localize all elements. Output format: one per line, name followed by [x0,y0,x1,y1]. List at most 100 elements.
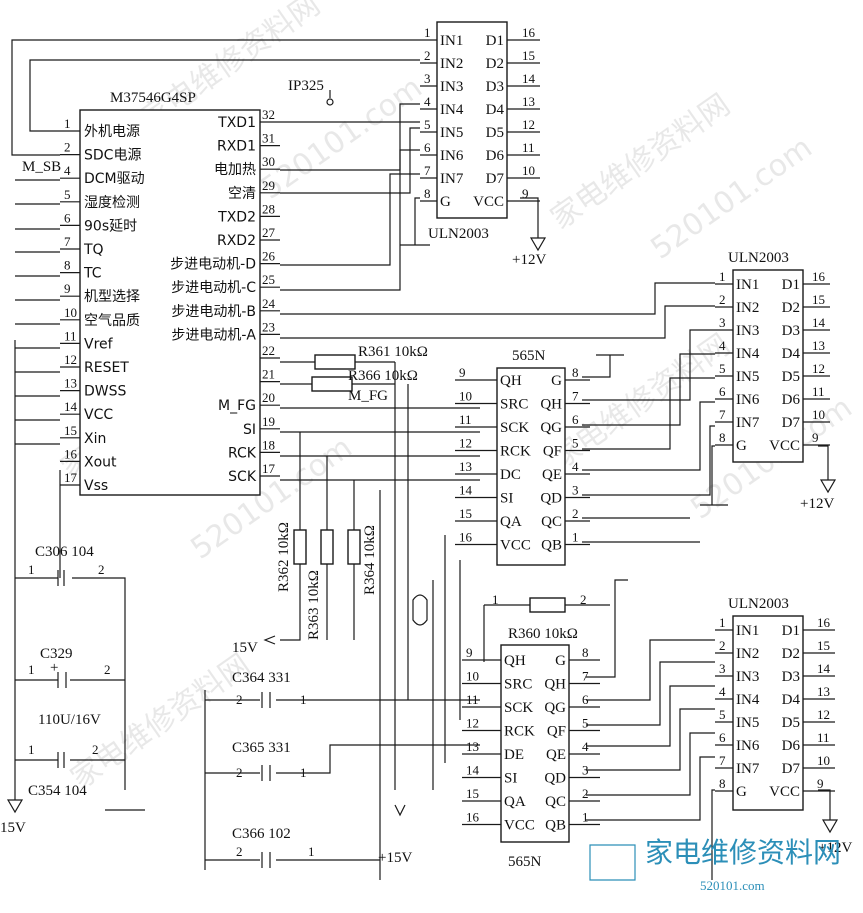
pin-label: D6 [486,148,505,164]
pin-number: 1 [300,692,307,707]
pin-number: 23 [262,319,275,334]
pin-label: IN3 [736,669,759,685]
pin-label: VCC [473,194,504,210]
pin-number: 11 [522,140,535,155]
pin-number: 13 [64,376,77,391]
pin-label: QE [546,747,566,763]
pin-label: QH [500,373,522,389]
pin-label: D4 [486,102,505,118]
watermark-url: 520101.com [255,70,429,207]
pin-number: 16 [466,810,480,825]
pin-number: 16 [817,615,831,630]
pin-number: 24 [262,296,276,311]
pin-number: 5 [64,187,71,202]
pin-number: 2 [582,786,589,801]
pin-number: 1 [28,742,35,757]
pin-label: DCM驱动 [84,171,145,187]
r360-body [529,597,566,613]
sr-top-body [496,367,566,566]
pin-label: D6 [782,392,801,408]
pin-label: G [555,653,566,669]
pin-number: 30 [262,154,275,169]
label-plus-12v-bot: +12V [818,840,852,856]
pin-label: 步进电动机-B [171,304,256,320]
uln-bot-name: ULN2003 [728,596,789,612]
pin-label: D6 [782,738,801,754]
pin-number: 20 [262,390,275,405]
pin-label: QD [544,771,566,787]
label-r362: R362 10kΩ [276,522,292,592]
pin-label: 湿度检测 [84,195,140,211]
pin-number: 6 [719,384,726,399]
label-plus-12v-top: +12V [512,252,546,268]
pin-number: 1 [719,615,726,630]
pin-label: G [551,373,562,389]
pin-number: 28 [262,201,275,216]
pin-label: RXD1 [217,139,256,155]
label-c364: C364 331 [232,670,291,686]
pin-label: IN6 [736,392,760,408]
label-c329-value: 110U/16V [38,712,101,728]
pin-number: 10 [812,407,825,422]
pin-number: 2 [98,562,105,577]
r361-body [314,354,356,370]
shift-register-565n-bot: 565N 9QH10SRC11SCK12RCK13DE14SI15QA16VCC… [462,644,600,870]
pin-label: G [736,784,747,800]
pin-label: 电加热 [214,162,256,178]
pin-label: SCK [228,469,257,485]
pin-number: 11 [812,384,825,399]
pin-label: QB [545,818,566,834]
pin-label: DWSS [84,384,127,400]
pin-label: D3 [486,79,504,95]
pin-label: D1 [782,277,800,293]
label-r361: R361 10kΩ [358,344,428,360]
pin-number: 14 [812,315,826,330]
pin-label: SDC电源 [84,148,141,164]
pin-number: 1 [572,530,579,545]
pin-label: QC [541,514,562,530]
uln-top-name: ULN2003 [428,226,489,242]
pin-label: IN4 [736,346,760,362]
pin-number: 2 [236,692,243,707]
pin-number: 15 [522,48,535,63]
uln-top-body [436,21,508,219]
pin-number: 12 [522,117,535,132]
pin-number: 8 [424,186,431,201]
pin-number: 5 [719,361,726,376]
labels: IP325 M_SB M_FG R361 10kΩ R366 10kΩ R362… [0,78,852,866]
uln2003-bot: ULN2003 1IN12IN23IN34IN45IN56IN67IN78G16… [715,596,835,811]
r364-body [347,529,361,565]
pin-number: 5 [582,716,589,731]
pin-label: D2 [782,300,800,316]
pin-number: 16 [522,25,536,40]
pin-number: 7 [64,234,71,249]
pin-number: 9 [522,186,529,201]
pin-label: D7 [782,761,801,777]
pin-number: 4 [719,338,726,353]
pin-label: SRC [500,397,528,413]
pin-label: SCK [500,420,529,436]
pin-number: 2 [424,48,431,63]
pin-number: 3 [582,763,589,778]
pin-label: IN5 [736,715,759,731]
pin-number: 9 [812,430,819,445]
pin-number: 7 [719,753,726,768]
pin-label: 空清 [228,186,256,202]
pin-number: 18 [262,437,275,452]
pin-number: 16 [812,269,826,284]
pin-number: 16 [64,446,78,461]
pin-label: SI [504,771,517,787]
pin-number: 15 [459,506,472,521]
pin-number: 2 [719,638,726,653]
pin-number: 14 [522,71,536,86]
label-plus-12v-mid: +12V [800,496,834,512]
logo-text: 家电维修资料网 [645,836,841,869]
pin-number: 12 [812,361,825,376]
pin-number: 1 [719,269,726,284]
sr-bot-body [500,644,570,843]
mcu-name: M37546G4SP [110,90,196,106]
pin-number: 10 [64,305,77,320]
pin-number: 10 [459,389,472,404]
mcu-body [79,109,261,496]
label-plus-sign: + [50,660,58,676]
